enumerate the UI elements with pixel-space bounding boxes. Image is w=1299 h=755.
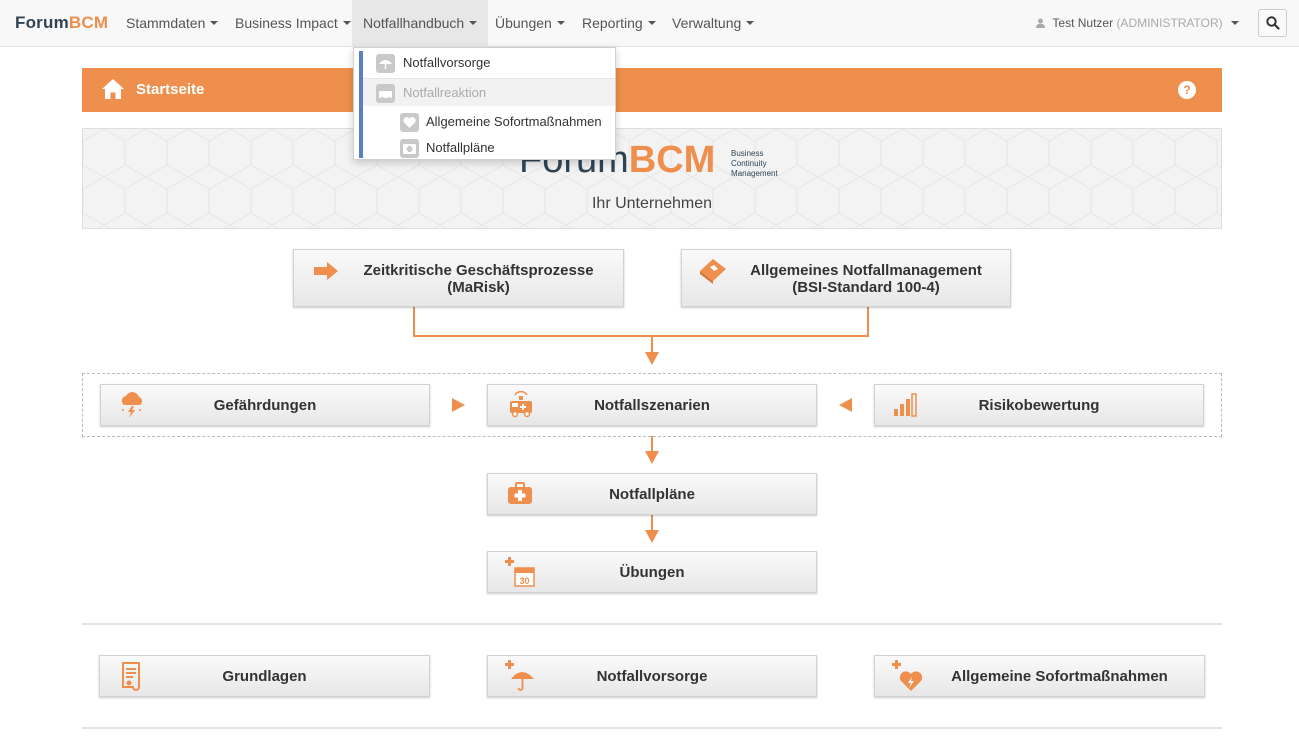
brand-logo[interactable]: ForumBCM [15, 13, 109, 32]
medical-book-icon [700, 259, 726, 284]
heart-plus-icon [892, 660, 923, 691]
dropdown-item-notfallplaene[interactable]: Notfallpläne [363, 134, 615, 162]
top-navbar: ForumBCM Stammdaten Business Impact Notf… [0, 0, 1299, 47]
banner-logo-subtitle: Business Continuity Management [731, 149, 778, 178]
caret-down-icon [469, 21, 478, 26]
caret-down-icon [556, 21, 565, 26]
risikobewertung-button[interactable]: Risikobewertung [874, 384, 1204, 426]
calendar-day-label: 30 [519, 576, 529, 586]
nav-item-notfallhandbuch[interactable]: Notfallhandbuch [352, 0, 489, 47]
help-icon[interactable]: ? [1178, 81, 1196, 99]
storm-cloud-icon [121, 392, 143, 418]
allgemeine-sofortmassnahmen-button[interactable]: Allgemeine Sofortmaßnahmen [874, 655, 1205, 697]
nav-item-uebungen[interactable]: Übungen [484, 0, 576, 47]
dropdown-item-notfallreaktion[interactable]: Notfallreaktion [363, 78, 615, 106]
dropdown-item-allgemeine-sofortmassnahmen[interactable]: Allgemeine Sofortmaßnahmen [363, 108, 615, 136]
notfallszenarien-button[interactable]: Notfallszenarien [487, 384, 817, 426]
notfallvorsorge-button[interactable]: Notfallvorsorge [487, 655, 817, 697]
umbrella-plus-icon [505, 660, 534, 691]
risk-group-frame [82, 373, 1222, 437]
ambulance-icon [376, 84, 395, 103]
zeitkritische-prozesse-button[interactable]: Zeitkritische Geschäftsprozesse (MaRisk) [293, 249, 624, 307]
umbrella-icon [376, 54, 395, 73]
caret-down-icon [342, 21, 351, 26]
search-icon [1266, 16, 1280, 30]
dropdown-accent-bar [359, 51, 363, 158]
caret-down-icon [210, 21, 219, 26]
dropdown-item-notfallvorsorge[interactable]: Notfallvorsorge [363, 49, 615, 77]
user-menu[interactable]: Test Nutzer (ADMINISTRATOR) [1036, 0, 1239, 47]
bar-chart-icon [894, 393, 917, 417]
first-aid-kit-icon [508, 482, 532, 504]
caret-down-icon [1231, 20, 1239, 25]
nav-item-business-impact[interactable]: Business Impact [224, 0, 362, 47]
nav-item-verwaltung[interactable]: Verwaltung [661, 0, 765, 47]
notfallhandbuch-dropdown: Notfallvorsorge Notfallreaktion Allgemei… [353, 47, 616, 160]
allgemeines-notfallmanagement-button[interactable]: Allgemeines Notfallmanagement (BSI-Stand… [681, 249, 1011, 307]
divider [82, 623, 1222, 625]
search-button[interactable] [1258, 9, 1287, 37]
caret-down-icon [746, 21, 755, 26]
notfallplaene-button[interactable]: Notfallpläne [487, 473, 817, 515]
company-name: Ihr Unternehmen [591, 195, 713, 212]
uebungen-button[interactable]: 30 Übungen [487, 551, 817, 593]
company-banner: ForumBCM Business Continuity Management … [82, 128, 1222, 229]
divider [82, 727, 1222, 729]
ambulance-icon [510, 391, 532, 418]
nav-item-reporting[interactable]: Reporting [571, 0, 667, 47]
page-header: Startseite ? [82, 68, 1222, 112]
scroll-document-icon [122, 662, 140, 691]
nav-item-stammdaten[interactable]: Stammdaten [115, 0, 229, 47]
first-aid-kit-icon [400, 139, 419, 158]
page-title: Startseite [136, 81, 205, 98]
home-icon [102, 79, 124, 99]
user-icon [1036, 18, 1046, 28]
caret-down-icon [647, 21, 656, 26]
calendar-plus-icon: 30 [505, 557, 535, 587]
gefaehrdungen-button[interactable]: Gefährdungen [100, 384, 430, 426]
arrow-right-icon [314, 262, 338, 280]
heart-plus-icon [400, 113, 419, 132]
hexagon-pattern [83, 129, 1221, 228]
grundlagen-button[interactable]: Grundlagen [99, 655, 430, 697]
